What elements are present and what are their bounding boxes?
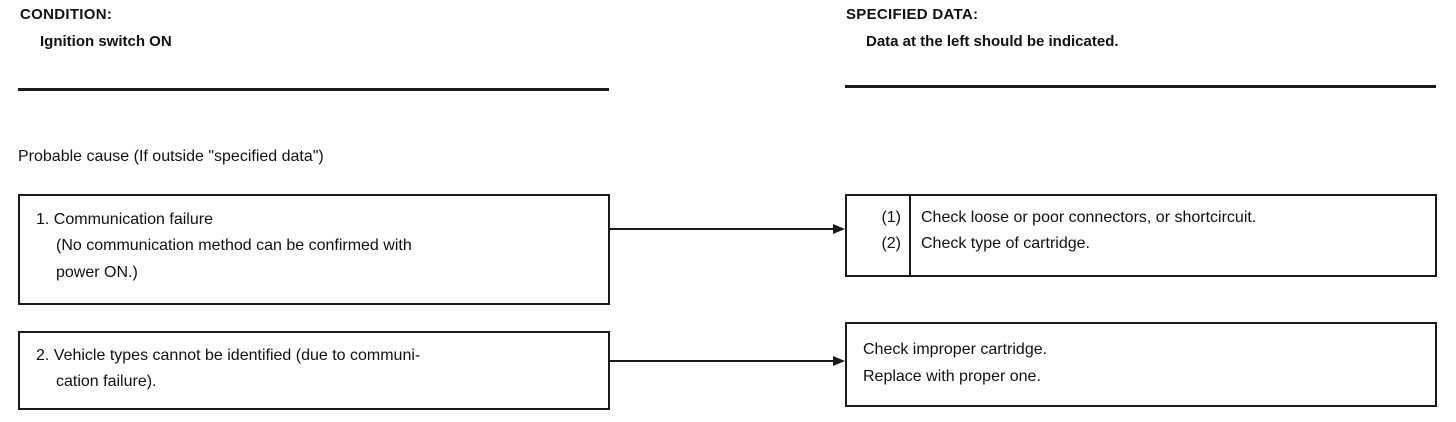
cause-1-line-3: power ON.) [56, 264, 138, 281]
probable-cause-label: Probable cause (If outside "specified da… [18, 148, 324, 165]
remedy-box-1: (1) (2) Check loose or poor connectors, … [845, 194, 1437, 277]
remedy-1-item-1-text: Check loose or poor connectors, or short… [921, 209, 1257, 226]
cause-2-line-1: 2. Vehicle types cannot be identified (d… [36, 347, 421, 364]
cause-box-2: 2. Vehicle types cannot be identified (d… [18, 331, 610, 410]
remedy-2-line-2: Replace with proper one. [863, 368, 1041, 385]
specified-data-heading: SPECIFIED DATA: [846, 6, 979, 23]
remedy-1-item-2-number: (2) [881, 235, 901, 252]
cause-box-1: 1. Communication failure (No communicati… [18, 194, 610, 305]
condition-rule [18, 88, 609, 91]
remedy-box-2: Check improper cartridge. Replace with p… [845, 322, 1437, 407]
specified-data-rule [845, 85, 1436, 88]
remedy-number-column: (1) (2) [847, 196, 911, 275]
arrow-2-head-icon [833, 356, 845, 366]
cause-1-line-1: 1. Communication failure [36, 211, 213, 228]
arrow-1-head-icon [833, 224, 845, 234]
condition-heading: CONDITION: [20, 6, 113, 23]
arrow-2-line [610, 360, 833, 362]
remedy-1-item-2-text: Check type of cartridge. [921, 235, 1090, 252]
arrow-1-line [610, 228, 833, 230]
condition-value: Ignition switch ON [40, 33, 172, 50]
cause-1-line-2: (No communication method can be confirme… [56, 237, 412, 254]
remedy-2-line-1: Check improper cartridge. [863, 341, 1048, 358]
specified-data-value: Data at the left should be indicated. [866, 33, 1119, 50]
remedy-1-item-1-number: (1) [881, 209, 901, 226]
cause-2-line-2: cation failure). [56, 373, 157, 390]
